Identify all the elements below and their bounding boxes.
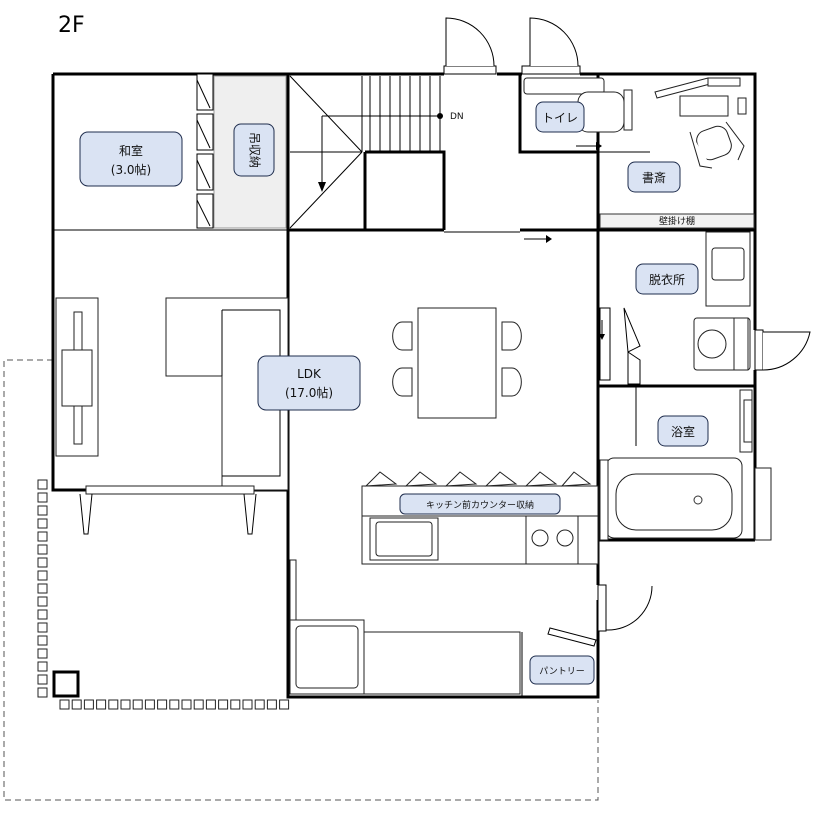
railing-baluster — [37, 609, 48, 620]
railing-baluster — [37, 583, 48, 594]
railing-baluster — [37, 687, 48, 698]
railing-baluster — [37, 661, 48, 672]
railing-baluster — [37, 492, 48, 503]
railing-baluster — [132, 699, 143, 710]
balcony-railing — [37, 479, 290, 710]
ldk-name: LDK — [297, 367, 322, 381]
railing-baluster — [37, 622, 48, 633]
balcony-post — [52, 670, 80, 698]
washstand — [705, 231, 751, 307]
dining-chairs — [392, 321, 522, 397]
pantry-door — [547, 627, 597, 647]
yokushitsu-label: 浴室 — [671, 424, 695, 439]
yokushitsu-label-box — [657, 415, 709, 447]
railing-baluster — [96, 699, 107, 710]
exterior-door-lower — [597, 584, 653, 632]
railing-baluster — [37, 674, 48, 685]
balcony-outline — [3, 359, 599, 801]
railing-baluster — [37, 635, 48, 646]
railing-baluster — [169, 699, 180, 710]
railing-baluster — [193, 699, 204, 710]
top-door-left — [443, 17, 497, 75]
kitchen-storage-label-box — [399, 493, 561, 515]
tsuri-shuno-label: 吊収納 — [248, 132, 262, 168]
kitchen-stove — [525, 515, 579, 565]
ldk-label-box — [257, 355, 361, 411]
datsuisho-label: 脱衣所 — [649, 272, 685, 287]
railing-baluster — [37, 557, 48, 568]
railing-baluster — [242, 699, 253, 710]
railing-baluster — [37, 531, 48, 542]
datsuisho-label-box — [635, 263, 699, 295]
bathtub — [599, 457, 772, 541]
pantry-label-box — [529, 655, 595, 685]
study-chair — [689, 121, 745, 169]
exterior-door-right — [754, 329, 811, 371]
wall-shelf-label: 壁掛け棚 — [659, 215, 695, 227]
kitchen-storage-label: キッチン前カウンター収納 — [426, 499, 534, 511]
staircase — [289, 75, 443, 229]
railing-baluster — [37, 648, 48, 659]
stair-dn-label: DN — [450, 112, 464, 122]
railing-baluster — [83, 699, 94, 710]
toilet-label-box — [535, 101, 585, 133]
balcony-bench — [79, 485, 257, 535]
dining-table — [417, 307, 497, 419]
tsuri-shuno-label-box — [233, 123, 275, 177]
railing-baluster — [37, 479, 48, 490]
washitsu-size: (3.0帖) — [111, 162, 151, 177]
washitsu-label-box — [79, 131, 183, 187]
railing-baluster — [266, 699, 277, 710]
floor-title: 2F — [58, 13, 85, 38]
railing-baluster — [37, 596, 48, 607]
railing-baluster — [71, 699, 82, 710]
washing-machine — [693, 317, 751, 371]
railing-baluster — [205, 699, 216, 710]
railing-baluster — [37, 570, 48, 581]
washitsu-name: 和室 — [119, 143, 143, 158]
railing-baluster — [230, 699, 241, 710]
washitsu-closet-doors — [196, 73, 214, 229]
study-desk — [654, 77, 747, 117]
kitchen-sink — [369, 517, 439, 561]
datsuisho-door — [599, 307, 641, 385]
top-door-right — [521, 17, 581, 75]
railing-baluster — [181, 699, 192, 710]
railing-baluster — [59, 699, 70, 710]
railing-baluster — [37, 518, 48, 529]
back-counter — [289, 559, 521, 695]
railing-baluster — [157, 699, 168, 710]
railing-baluster — [279, 699, 290, 710]
toilet-label: トイレ — [542, 111, 578, 125]
railing-baluster — [108, 699, 119, 710]
railing-baluster — [254, 699, 265, 710]
railing-baluster — [37, 544, 48, 555]
railing-baluster — [218, 699, 229, 710]
pantry-label: パントリー — [539, 666, 584, 677]
railing-baluster — [144, 699, 155, 710]
toilet-fixture — [523, 77, 633, 133]
ldk-size: (17.0帖) — [285, 385, 333, 400]
shosai-label-box — [627, 161, 681, 193]
railing-baluster — [37, 505, 48, 516]
bath-shelf — [739, 389, 753, 453]
tv-board — [55, 297, 99, 457]
wall-shelf — [599, 213, 755, 229]
ldk-slide-arrow — [444, 231, 552, 243]
railing-baluster — [120, 699, 131, 710]
toilet-slide-arrow — [576, 142, 602, 150]
shosai-label: 書斎 — [642, 170, 666, 185]
